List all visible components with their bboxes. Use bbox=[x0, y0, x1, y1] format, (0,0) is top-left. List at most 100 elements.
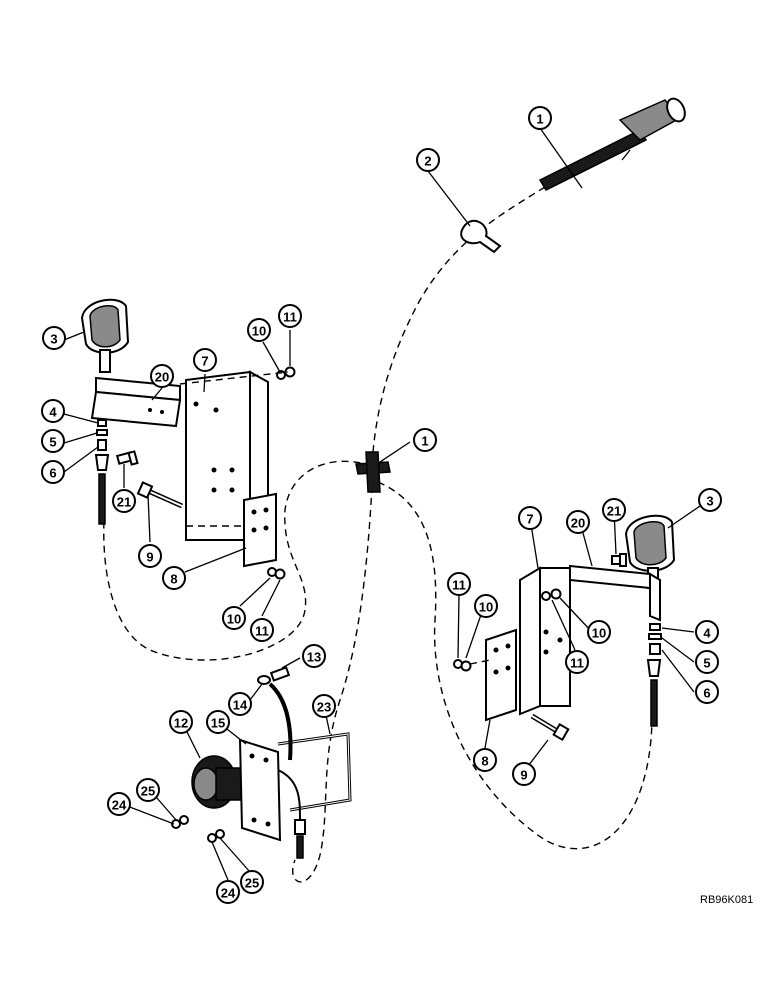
callout-13: 13 bbox=[302, 644, 326, 668]
callout-label: 10 bbox=[479, 600, 493, 615]
callout-label: 5 bbox=[703, 656, 710, 671]
right-lamp-hardware bbox=[646, 623, 662, 727]
callout-21: 21 bbox=[112, 489, 136, 513]
callout-label: 6 bbox=[49, 466, 56, 481]
strap-13-14 bbox=[257, 666, 293, 761]
callout-circle bbox=[206, 710, 230, 734]
callout-1: 1 bbox=[528, 106, 552, 130]
callout-circle bbox=[138, 544, 162, 568]
callout-label: 21 bbox=[607, 504, 621, 519]
callout-6: 6 bbox=[695, 680, 719, 704]
callout-label: 4 bbox=[49, 405, 57, 420]
callout-circle bbox=[528, 106, 552, 130]
callout-8: 8 bbox=[473, 748, 497, 772]
callout-circle bbox=[312, 694, 336, 718]
beacon-pigtail bbox=[277, 769, 306, 859]
callout-circle bbox=[41, 429, 65, 453]
callout-circle bbox=[42, 326, 66, 350]
callout-circle bbox=[216, 880, 240, 904]
callout-24: 24 bbox=[107, 792, 131, 816]
callout-9: 9 bbox=[138, 544, 162, 568]
callout-5: 5 bbox=[41, 429, 65, 453]
callout-1: 1 bbox=[413, 428, 437, 452]
callout-label: 25 bbox=[141, 784, 155, 799]
callout-label: 11 bbox=[452, 578, 466, 593]
callout-label: 1 bbox=[421, 434, 428, 449]
callout-label: 23 bbox=[317, 700, 331, 715]
callout-label: 8 bbox=[481, 754, 488, 769]
right-nuts-lower bbox=[453, 659, 472, 672]
callout-circle bbox=[698, 488, 722, 512]
callout-21: 21 bbox=[602, 498, 626, 522]
callout-label: 7 bbox=[201, 354, 208, 369]
harness-clip bbox=[460, 219, 502, 254]
right-mounting-plate-7 bbox=[519, 566, 571, 716]
callout-circle bbox=[413, 428, 437, 452]
main-harness-connector bbox=[538, 97, 686, 191]
callout-label: 1 bbox=[536, 112, 543, 127]
callout-25: 25 bbox=[136, 778, 160, 802]
callout-11: 11 bbox=[250, 618, 274, 642]
callout-2: 2 bbox=[416, 148, 440, 172]
callout-circle bbox=[602, 498, 626, 522]
callout-circle bbox=[107, 792, 131, 816]
callout-label: 8 bbox=[170, 572, 177, 587]
mounting-plate-15 bbox=[238, 738, 282, 842]
right-bolt-21 bbox=[611, 553, 627, 567]
callout-10: 10 bbox=[474, 594, 498, 618]
u-bolt-23 bbox=[277, 732, 352, 812]
callout-circle bbox=[587, 620, 611, 644]
callout-9: 9 bbox=[512, 762, 536, 786]
callout-circle bbox=[169, 710, 193, 734]
callout-label: 24 bbox=[221, 886, 236, 901]
callout-label: 2 bbox=[424, 154, 431, 169]
callout-label: 25 bbox=[245, 876, 259, 891]
left-nuts-upper bbox=[276, 366, 296, 380]
callout-circle bbox=[447, 572, 471, 596]
callout-3: 3 bbox=[698, 488, 722, 512]
callout-label: 3 bbox=[50, 332, 57, 347]
left-nuts-lower bbox=[267, 567, 286, 580]
callout-circle bbox=[518, 506, 542, 530]
right-backing-plate-8 bbox=[485, 628, 517, 722]
callout-label: 10 bbox=[227, 612, 241, 627]
left-bolt-21 bbox=[115, 450, 139, 466]
nuts-24-25-lower bbox=[207, 829, 225, 843]
callout-circle bbox=[240, 870, 264, 894]
wiring-harness bbox=[103, 186, 653, 883]
callout-7: 7 bbox=[518, 506, 542, 530]
callout-label: 14 bbox=[233, 698, 248, 713]
callout-circle bbox=[193, 348, 217, 372]
callout-10: 10 bbox=[247, 318, 271, 342]
callout-label: 20 bbox=[571, 516, 585, 531]
callout-label: 6 bbox=[703, 686, 710, 701]
callout-circle bbox=[565, 650, 589, 674]
callout-label: 9 bbox=[520, 768, 527, 783]
callout-label: 11 bbox=[570, 656, 584, 671]
callout-4: 4 bbox=[41, 399, 65, 423]
callout-23: 23 bbox=[312, 694, 336, 718]
callout-circle bbox=[695, 620, 719, 644]
callout-11: 11 bbox=[278, 304, 302, 328]
callout-circle bbox=[222, 606, 246, 630]
callout-circle bbox=[474, 594, 498, 618]
callout-5: 5 bbox=[695, 650, 719, 674]
callout-label: 12 bbox=[174, 716, 188, 731]
callout-circle bbox=[41, 399, 65, 423]
callout-circle bbox=[136, 778, 160, 802]
callout-10: 10 bbox=[587, 620, 611, 644]
callout-24: 24 bbox=[216, 880, 240, 904]
callout-label: 24 bbox=[112, 798, 127, 813]
left-work-lamp bbox=[80, 298, 130, 373]
callout-circle bbox=[695, 680, 719, 704]
callout-label: 20 bbox=[155, 370, 169, 385]
right-lamp-bracket bbox=[569, 564, 661, 622]
callout-12: 12 bbox=[169, 710, 193, 734]
callout-25: 25 bbox=[240, 870, 264, 894]
callout-6: 6 bbox=[41, 460, 65, 484]
callout-11: 11 bbox=[447, 572, 471, 596]
callout-circle bbox=[250, 618, 274, 642]
callout-label: 10 bbox=[252, 324, 266, 339]
